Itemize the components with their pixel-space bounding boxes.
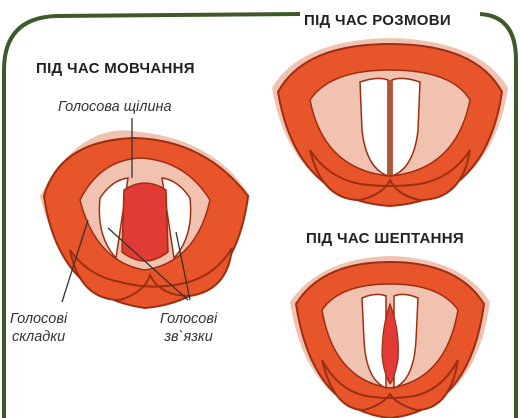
label-vocal-cords-line2: зв`язки	[160, 328, 217, 346]
label-vocal-cords: Голосові зв`язки	[160, 310, 217, 346]
title-speech: ПІД ЧАС РОЗМОВИ	[304, 12, 451, 29]
label-vocal-cords-line1: Голосові	[160, 310, 217, 328]
label-vocal-folds-line2: складки	[10, 328, 67, 346]
larynx-speech	[272, 38, 508, 206]
title-silence: ПІД ЧАС МОВЧАННЯ	[36, 60, 195, 77]
label-vocal-folds: Голосові складки	[10, 310, 67, 346]
label-vocal-folds-line1: Голосові	[10, 310, 67, 328]
larynx-whisper	[290, 256, 490, 418]
title-whisper: ПІД ЧАС ШЕПТАННЯ	[306, 230, 464, 247]
label-glottis: Голосова щілина	[58, 98, 172, 116]
glottis-open	[122, 183, 168, 261]
larynx-silence	[40, 118, 250, 308]
